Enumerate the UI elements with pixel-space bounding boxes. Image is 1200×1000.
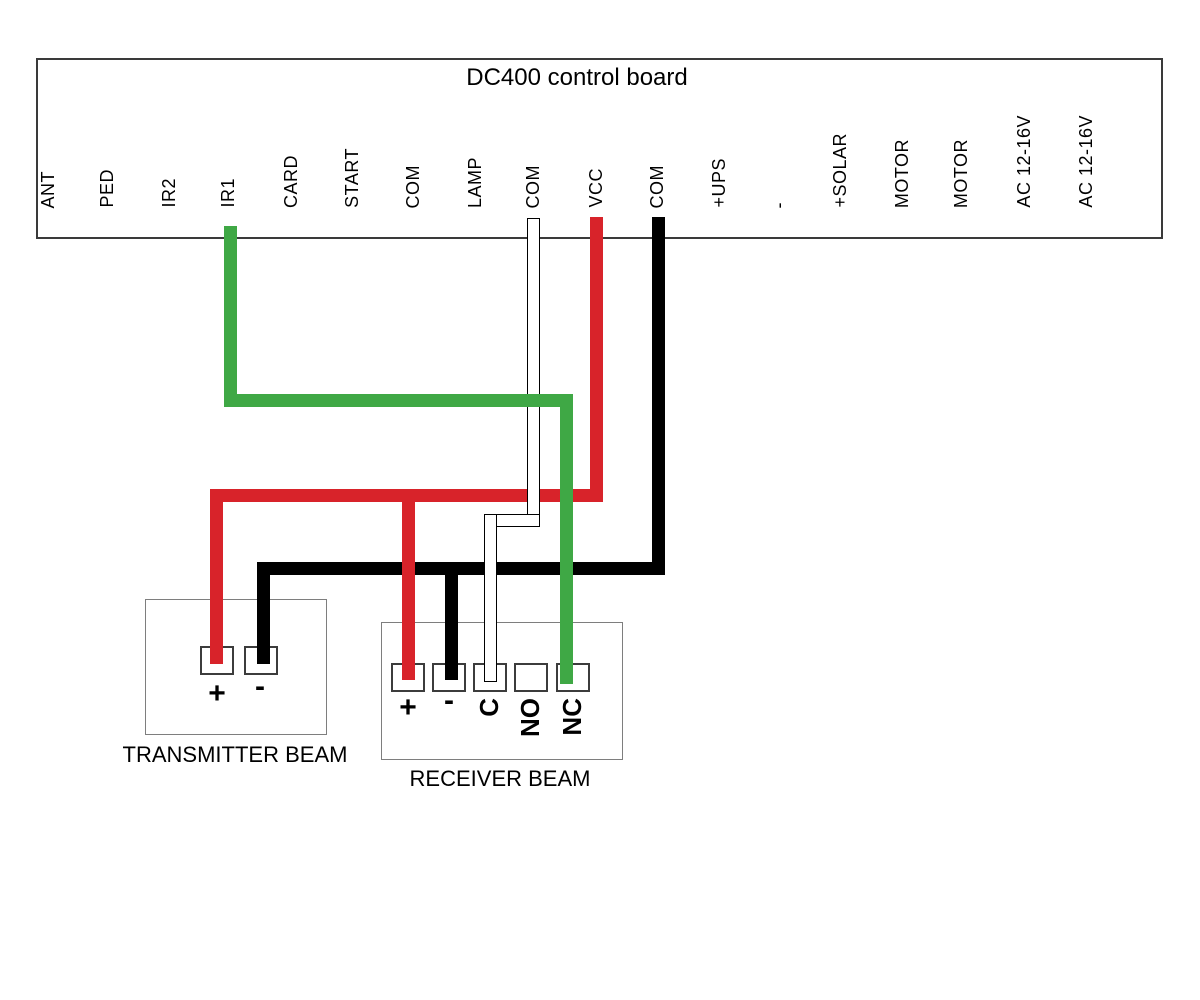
white-wire-segment (527, 218, 540, 527)
board-terminal-label: CARD (281, 154, 301, 208)
board-terminal-label: IR2 (159, 178, 179, 208)
transmitter-beam-box (145, 599, 327, 735)
board-terminal-label: COM (523, 164, 543, 209)
board-terminal-label: ANT (38, 170, 58, 209)
control-board-box (36, 58, 1163, 239)
receiver-terminal-label: NO (515, 698, 545, 737)
receiver-terminal-label: - (444, 684, 454, 717)
board-terminal-label: LAMP (465, 156, 485, 208)
board-terminal-label: MOTOR (951, 138, 971, 208)
board-terminal-label: IR1 (218, 178, 238, 208)
board-terminal-label: MOTOR (892, 138, 912, 208)
black-wire-segment (257, 562, 665, 575)
board-terminal-label: PED (97, 169, 117, 208)
receiver-beam-caption: RECEIVER BEAM (409, 766, 591, 791)
board-terminal-label: AC 12-16V (1014, 115, 1034, 208)
board-terminal-label: VCC (586, 168, 606, 208)
black-wire-segment (257, 562, 270, 664)
transmitter-terminal-label: + (208, 677, 226, 710)
receiver-beam-box (381, 622, 623, 760)
terminal-pad (514, 663, 548, 692)
green-wire-segment (224, 394, 573, 407)
receiver-terminal-label: + (399, 691, 417, 724)
green-wire-segment (224, 226, 237, 407)
board-terminal-label: COM (647, 164, 667, 209)
receiver-terminal-label: NC (557, 698, 587, 736)
board-terminal-label: COM (403, 164, 423, 209)
white-wire-segment (484, 514, 497, 682)
red-wire-segment (590, 217, 603, 502)
transmitter-beam-caption: TRANSMITTER BEAM (122, 742, 348, 767)
transmitter-terminal-label: - (255, 670, 265, 703)
board-terminal-label: +SOLAR (830, 133, 850, 208)
board-title: DC400 control board (466, 64, 688, 91)
black-wire-segment (445, 562, 458, 680)
green-wire-segment (560, 394, 573, 684)
board-terminal-label: +UPS (709, 158, 729, 208)
red-wire-segment (210, 489, 223, 664)
red-wire-segment (402, 489, 415, 680)
board-terminal-label: - (769, 201, 789, 209)
black-wire-segment (652, 217, 665, 575)
receiver-terminal-label: C (474, 698, 504, 717)
board-terminal-label: START (342, 148, 362, 208)
board-terminal-label: AC 12-16V (1076, 115, 1096, 208)
